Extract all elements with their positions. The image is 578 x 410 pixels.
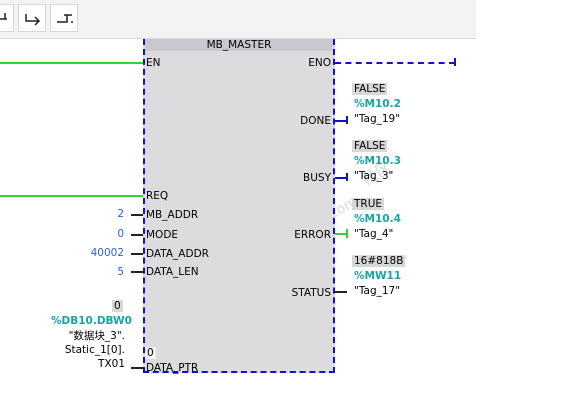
data-addr-value[interactable]: 40002 [90, 247, 124, 259]
pin-busy: BUSY [303, 172, 331, 184]
eno-wire-end [454, 58, 456, 66]
data-ptr-name-line3[interactable]: TX01 [98, 358, 125, 370]
error-address: %M10.4 [354, 213, 401, 225]
mode-value[interactable]: 0 [117, 228, 124, 240]
busy-tag[interactable]: "Tag_3" [354, 170, 394, 182]
eno-wire [335, 62, 455, 64]
done-wire [335, 120, 347, 122]
req-wire [0, 195, 143, 197]
function-block[interactable] [143, 39, 335, 373]
ladder-toolbar [0, 0, 476, 39]
pin-done: DONE [300, 115, 331, 127]
block-title: MB_MASTER [145, 39, 333, 51]
branch-button[interactable] [0, 4, 14, 32]
data-addr-tick [131, 253, 143, 255]
data-len-value[interactable]: 5 [117, 266, 124, 278]
data-ptr-inside-value: 0 [145, 347, 156, 359]
data-ptr-tick [131, 367, 143, 369]
pin-status: STATUS [291, 287, 331, 299]
mb-addr-tick [131, 214, 143, 216]
status-monitor-value: 16#818B [352, 255, 406, 267]
busy-address: %M10.3 [354, 155, 401, 167]
data-ptr-monitor-value: 0 [112, 300, 123, 312]
error-wire [335, 233, 347, 235]
pin-mode: MODE [146, 229, 179, 241]
close-branch-button[interactable] [50, 4, 78, 32]
data-ptr-name-line1[interactable]: "数据块_3". [68, 330, 125, 342]
pin-error: ERROR [294, 229, 331, 241]
done-address: %M10.2 [354, 98, 401, 110]
pin-en: EN [146, 57, 161, 69]
busy-monitor-value: FALSE [352, 140, 388, 152]
done-tag[interactable]: "Tag_19" [354, 113, 401, 125]
error-wire-end [346, 229, 348, 238]
data-len-tick [131, 271, 143, 273]
mb-addr-value[interactable]: 2 [117, 208, 124, 220]
pin-data-ptr: DATA_PTR [146, 362, 199, 374]
busy-wire [335, 177, 347, 179]
error-monitor-value: TRUE [352, 198, 385, 210]
status-tick [335, 291, 347, 293]
pin-mb-addr: MB_ADDR [146, 209, 199, 221]
done-monitor-value: FALSE [352, 83, 388, 95]
pin-data-addr: DATA_ADDR [146, 248, 209, 260]
error-tag[interactable]: "Tag_4" [354, 228, 394, 240]
pin-req: REQ [146, 190, 169, 202]
open-branch-button[interactable] [18, 4, 46, 32]
close-branch-icon [57, 14, 73, 23]
branch-icon [0, 13, 7, 20]
pin-data-len: DATA_LEN [146, 266, 199, 278]
data-ptr-name-line2[interactable]: Static_1[0]. [64, 344, 125, 356]
data-ptr-address: %DB10.DBW0 [51, 315, 132, 327]
mode-tick [131, 234, 143, 236]
open-branch-icon [25, 14, 41, 26]
status-tag[interactable]: "Tag_17" [354, 285, 401, 297]
pin-eno: ENO [308, 57, 331, 69]
status-address: %MW11 [354, 270, 402, 282]
done-wire-end [346, 116, 348, 124]
busy-wire-end [346, 173, 348, 181]
en-wire [0, 62, 143, 64]
